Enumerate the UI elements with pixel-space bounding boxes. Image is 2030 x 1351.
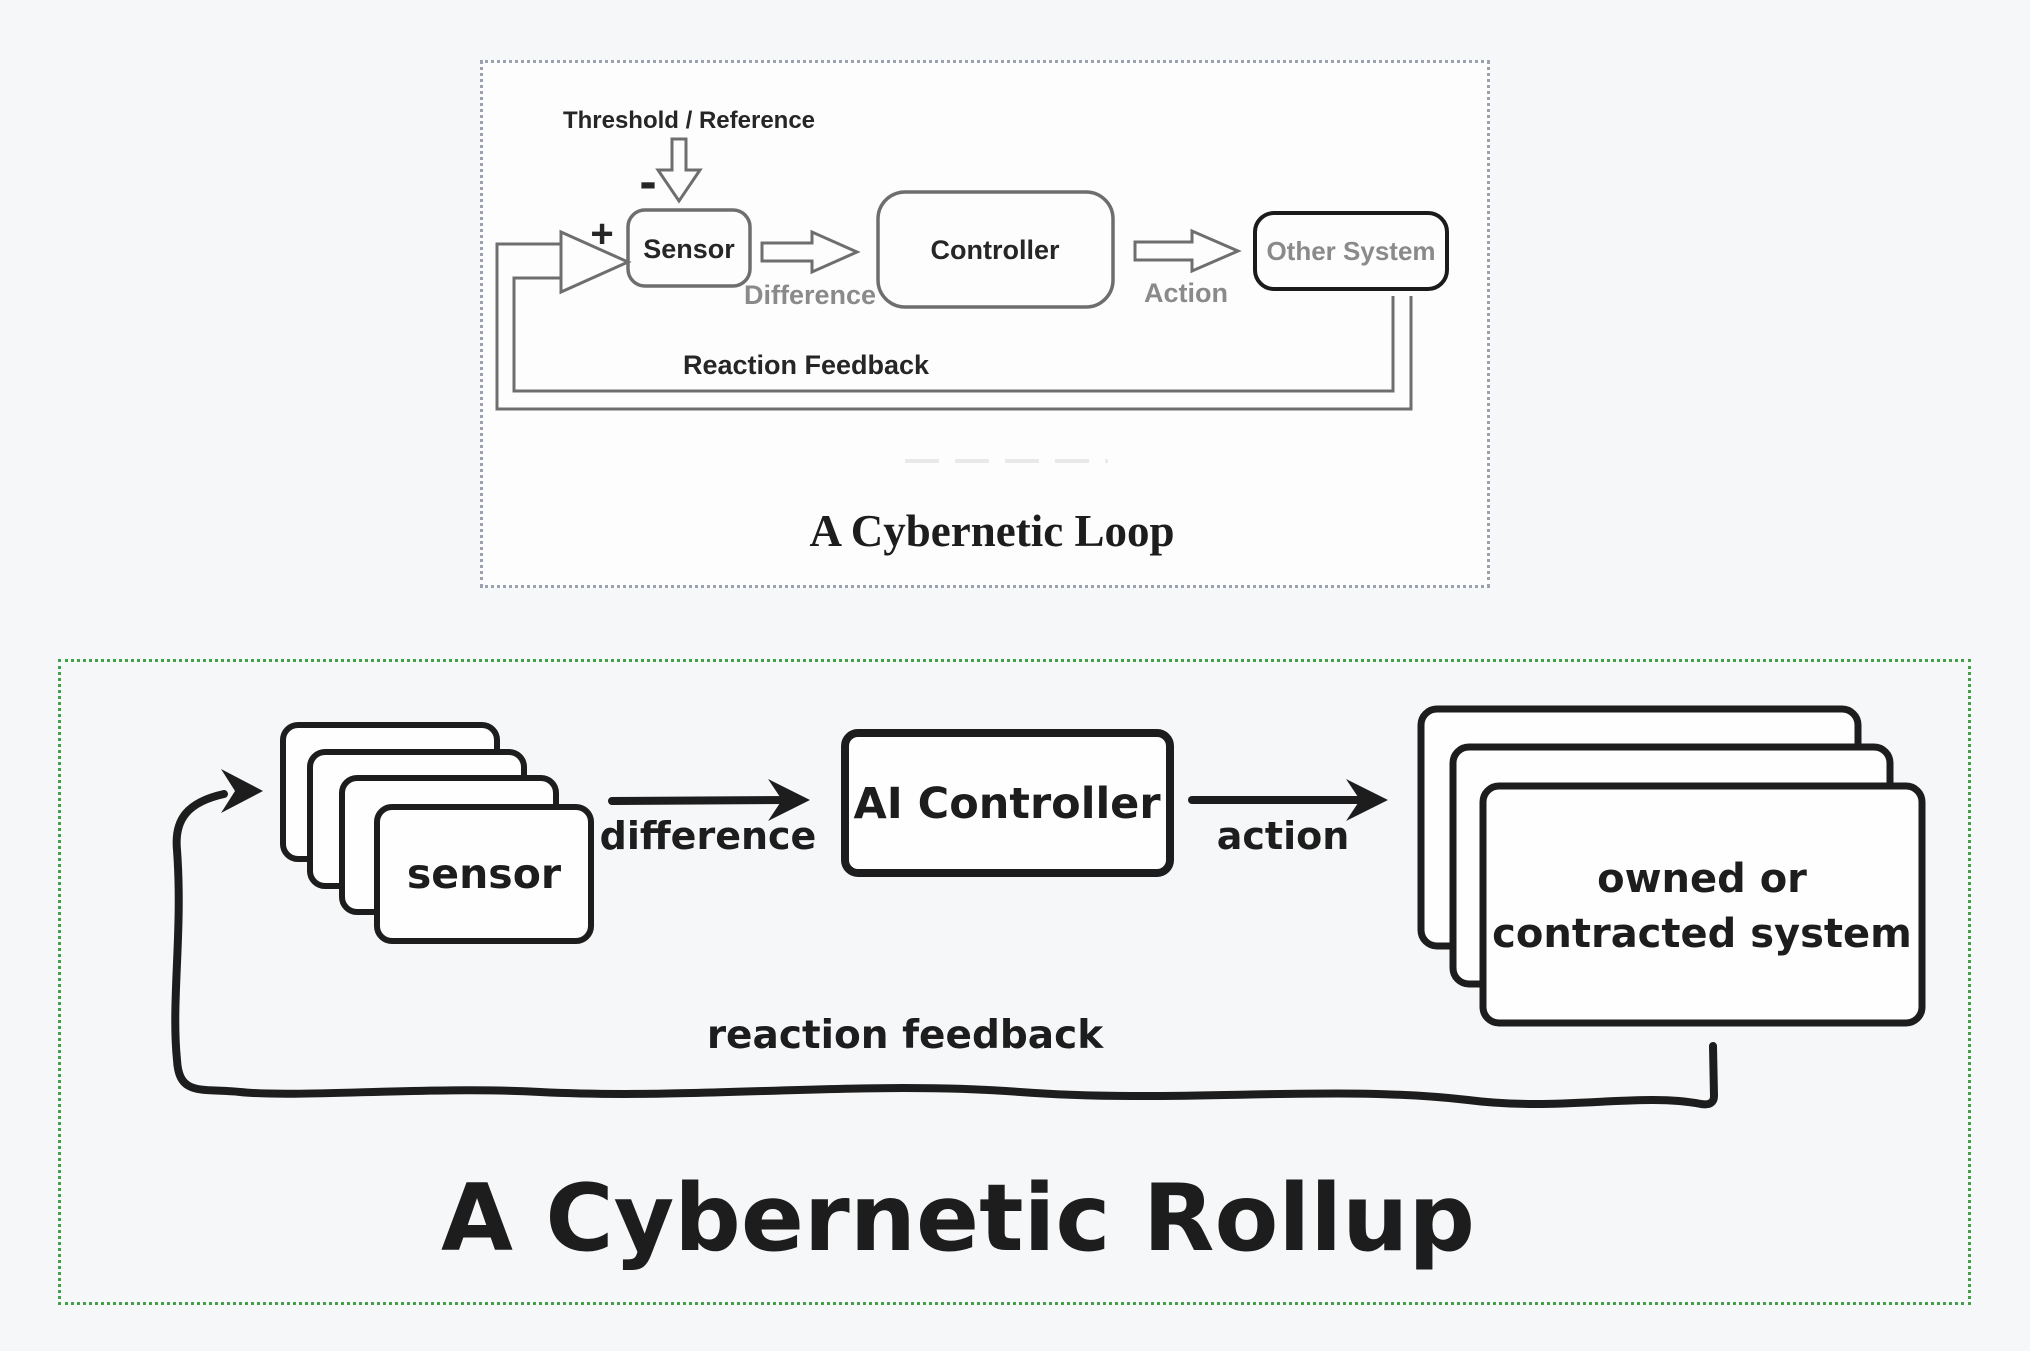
action-arrowhead-icon bbox=[1346, 779, 1388, 821]
difference-arrow-icon bbox=[760, 229, 861, 275]
rollup-difference-arrow bbox=[608, 796, 798, 805]
feedback-channel-inner-line bbox=[512, 276, 1395, 393]
difference-label: Difference bbox=[744, 280, 876, 310]
plus-sign: + bbox=[590, 212, 613, 256]
ai-controller-box bbox=[841, 729, 1174, 877]
controller-box bbox=[876, 190, 1115, 309]
rollup-title: A Cybernetic Rollup bbox=[441, 1164, 1475, 1272]
system-label-line1: owned or bbox=[1597, 856, 1807, 902]
rollup-feedback-label: reaction feedback bbox=[707, 1013, 1104, 1058]
cybernetic-loop-panel: Threshold / Reference - + Sensor Differe… bbox=[480, 60, 1490, 588]
sensor-card-front bbox=[374, 804, 594, 944]
other-system-label: Other System bbox=[1266, 236, 1435, 266]
system-card-front bbox=[1479, 782, 1926, 1027]
cybernetic-loop-diagram: Threshold / Reference - + Sensor Differe… bbox=[495, 107, 1449, 556]
cybernetic-rollup-diagram: sensor difference AI Controller action o… bbox=[171, 705, 1926, 1272]
feedback-channel-outer-line bbox=[495, 242, 1413, 411]
rollup-sensor-label: sensor bbox=[407, 850, 562, 898]
rollup-action-label: action bbox=[1217, 814, 1350, 858]
feedback-entry-arrowhead-icon bbox=[221, 769, 263, 813]
other-system-box bbox=[1253, 211, 1449, 291]
cybernetic-rollup-panel: sensor difference AI Controller action o… bbox=[58, 659, 1971, 1305]
action-arrow-icon bbox=[1133, 228, 1242, 274]
minus-sign: - bbox=[639, 153, 656, 211]
reaction-feedback-label: Reaction Feedback bbox=[683, 350, 930, 380]
reaction-feedback-line bbox=[171, 790, 1718, 1109]
threshold-reference-label: Threshold / Reference bbox=[563, 107, 815, 134]
sensor-box bbox=[626, 208, 752, 288]
sensor-label: Sensor bbox=[643, 234, 735, 264]
system-label-line2: contracted system bbox=[1492, 911, 1912, 957]
loop-title: A Cybernetic Loop bbox=[810, 506, 1175, 556]
rollup-difference-label: difference bbox=[600, 814, 817, 858]
ai-controller-label: AI Controller bbox=[853, 779, 1161, 829]
action-label: Action bbox=[1144, 278, 1228, 308]
controller-label: Controller bbox=[930, 235, 1059, 265]
threshold-down-arrow-icon bbox=[655, 137, 703, 204]
feedback-arrowhead-icon bbox=[559, 229, 632, 295]
difference-arrowhead-icon bbox=[768, 779, 810, 821]
